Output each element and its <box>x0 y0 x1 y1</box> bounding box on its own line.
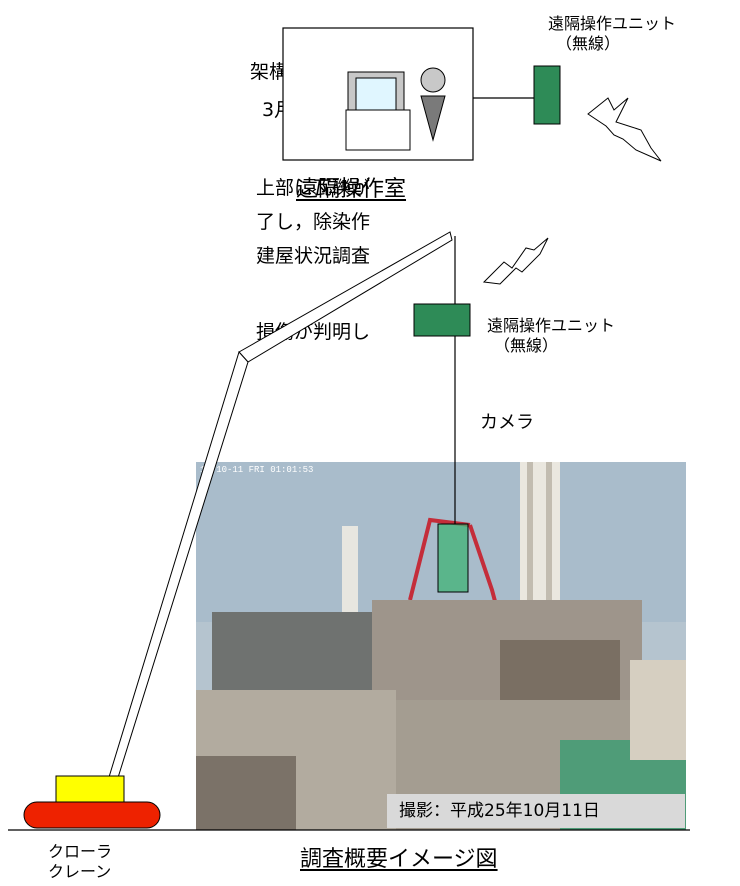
remote-room-label: 遠隔操作室 <box>296 177 407 202</box>
remote-unit-top-sublabel: （無線） <box>556 34 621 53</box>
remote-unit-mid-sublabel: （無線） <box>494 336 559 355</box>
photo-caption-box <box>387 794 685 828</box>
remote-unit-mid <box>413 303 471 337</box>
overview-title: 調査概要イメージ図 <box>300 847 498 872</box>
crane-crawler-base <box>23 801 161 829</box>
text-fragment-4: 了し，除染作 <box>256 211 371 233</box>
wireless-signal-icon-top <box>587 97 662 162</box>
text-fragment-5: 建屋状況調査 <box>256 245 371 267</box>
operator-person-icon <box>420 67 446 142</box>
crane-boom <box>101 231 453 801</box>
site-photo <box>196 462 686 830</box>
text-fragment-3: 上部に瓦礫が <box>256 177 371 199</box>
camera-label: カメラ <box>480 412 534 433</box>
wireless-signal-icon-mid <box>482 237 549 285</box>
remote-unit-mid-label: 遠隔操作ユニット <box>487 316 616 335</box>
camera-box <box>437 523 469 593</box>
crane-cab <box>55 775 125 807</box>
remote-unit-top-label: 遠隔操作ユニット <box>548 14 677 33</box>
operator-console-icon <box>345 71 411 151</box>
crane-sublabel: クレーン <box>48 862 112 881</box>
photo-caption: 撮影：平成25年10月11日 <box>399 801 600 821</box>
remote-unit-top <box>533 65 561 125</box>
photo-timestamp: 13-10-11 FRI 01:01:53 <box>200 465 313 475</box>
crane-label: クローラ <box>48 842 113 861</box>
